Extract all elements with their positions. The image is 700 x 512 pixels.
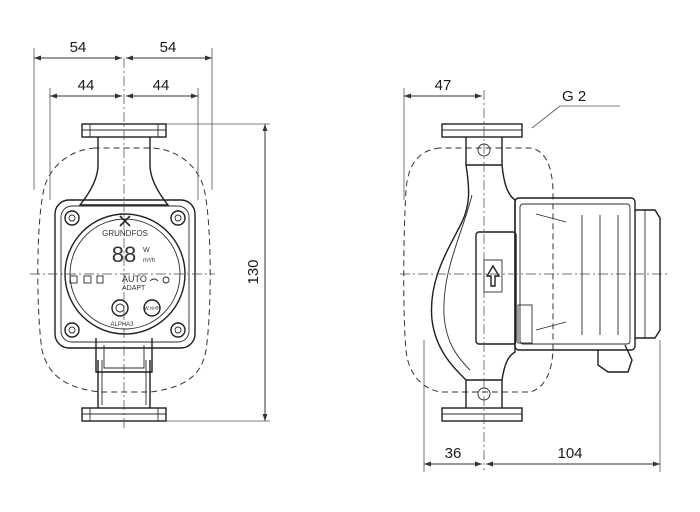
mode-button[interactable] <box>111 299 129 317</box>
info-icon <box>162 276 170 284</box>
radiator-icon <box>69 275 78 284</box>
side-envelope-dashed <box>403 147 554 393</box>
constant-curve-icon <box>96 275 104 284</box>
dim-side-36: 36 <box>445 445 462 462</box>
dim-front-44-right: 44 <box>153 77 170 94</box>
dim-front-130: 130 <box>245 259 262 284</box>
front-view: GRUNDFOS 88 W m³/h AUTO ADAPT W m³/h ALP… <box>30 39 270 430</box>
radio-icon <box>115 303 125 313</box>
brand-logo-icon <box>119 215 131 227</box>
mode-adapt: ADAPT <box>122 285 146 292</box>
mode-auto: AUTO <box>122 274 147 284</box>
model-name: ALPHA3 <box>110 322 134 328</box>
dim-side-104: 104 <box>557 445 582 462</box>
dim-front-54-right: 54 <box>160 39 177 56</box>
wifi-icon <box>149 278 159 282</box>
control-face <box>64 213 186 335</box>
side-pump-housing <box>430 164 516 381</box>
side-plug <box>597 344 633 373</box>
side-connector <box>517 304 533 344</box>
dim-front-54-left: 54 <box>70 39 87 56</box>
floor-heat-icon <box>83 275 92 284</box>
flow-direction-icon <box>485 264 501 287</box>
unit-flow: m³/h <box>143 258 155 264</box>
side-view: G 2 47 36 104 <box>400 77 670 472</box>
control-buttons: W m³/h <box>111 299 161 317</box>
mode-icons-row: AUTO ADAPT <box>69 274 170 292</box>
side-control-box <box>475 231 517 345</box>
thread-label: G 2 <box>562 88 586 105</box>
side-top-flange <box>441 123 523 138</box>
side-bottom-flange <box>441 407 523 422</box>
unit-button-label: W m³/h <box>144 306 160 312</box>
dim-front-44-left: 44 <box>78 77 95 94</box>
brand-name: GRUNDFOS <box>102 229 148 238</box>
corner-screws <box>64 210 186 338</box>
front-envelope-dashed <box>37 147 211 393</box>
dim-side-47: 47 <box>435 77 452 94</box>
unit-button[interactable] <box>143 299 161 317</box>
unit-power: W <box>143 247 150 254</box>
